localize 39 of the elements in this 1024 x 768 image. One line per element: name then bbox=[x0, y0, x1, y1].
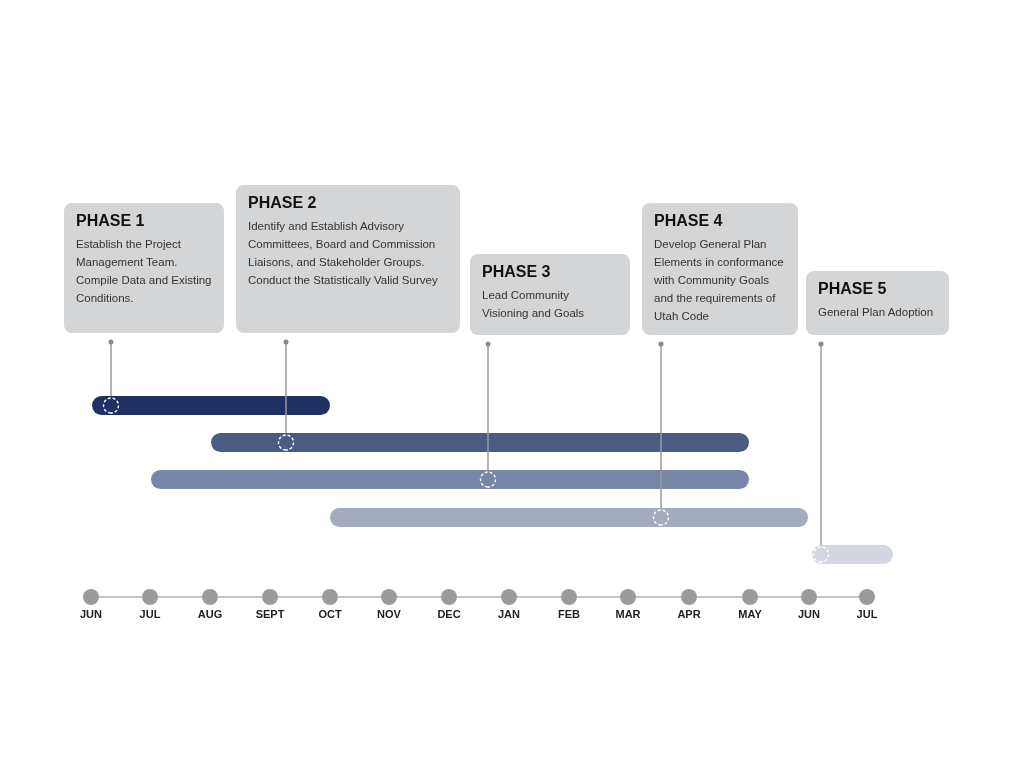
month-label: MAY bbox=[737, 607, 763, 622]
timeline-bar bbox=[330, 508, 808, 527]
month-label: APR bbox=[676, 607, 702, 622]
month-label: AUG bbox=[196, 607, 224, 622]
month-label: NOV bbox=[376, 607, 402, 622]
phase-description: Identify and Establish Advisory Committees, Board and Commission Liaisons, and Stakeholder Groups. Conduct the Statistically Valid Survey bbox=[248, 219, 439, 288]
month-label: MAR bbox=[614, 607, 642, 622]
phase-title: PHASE 3 bbox=[482, 262, 552, 282]
month-label: OCT bbox=[317, 607, 343, 622]
month-label: JAN bbox=[497, 607, 521, 622]
month-label: JUN bbox=[79, 607, 103, 622]
phase-title: PHASE 2 bbox=[248, 193, 318, 213]
month-label: JUL bbox=[855, 607, 879, 622]
phase-description: Develop General Plan Elements in conformance with Community Goals and the requirements of Utah Code bbox=[654, 237, 785, 324]
month-label: SEPT bbox=[254, 607, 286, 622]
leader-line bbox=[812, 341, 830, 563]
phase-title: PHASE 1 bbox=[76, 211, 146, 231]
phase-card bbox=[642, 203, 798, 335]
timeline-bar bbox=[92, 396, 330, 415]
timeline-bar bbox=[812, 545, 893, 564]
phase-description: General Plan Adoption bbox=[818, 305, 935, 320]
phase-title: PHASE 5 bbox=[818, 279, 888, 299]
phase-description: Lead Community Visioning and Goals bbox=[482, 288, 586, 321]
month-label: JUN bbox=[797, 607, 821, 622]
phase-card bbox=[806, 271, 949, 335]
timeline-bar bbox=[211, 433, 749, 452]
phase-card bbox=[64, 203, 224, 333]
leader-line bbox=[652, 341, 670, 526]
phase-title: PHASE 4 bbox=[654, 211, 724, 231]
month-label: DEC bbox=[436, 607, 462, 622]
leader-line bbox=[102, 339, 120, 414]
phase-card bbox=[236, 185, 460, 333]
leader-line bbox=[479, 341, 497, 488]
phase-card bbox=[470, 254, 630, 335]
phase-description: Establish the Project Management Team. Compile Data and Existing Conditions. bbox=[76, 237, 212, 306]
month-label: FEB bbox=[557, 607, 581, 622]
month-label: JUL bbox=[138, 607, 162, 622]
timeline-bar bbox=[151, 470, 749, 489]
leader-line bbox=[277, 339, 295, 451]
